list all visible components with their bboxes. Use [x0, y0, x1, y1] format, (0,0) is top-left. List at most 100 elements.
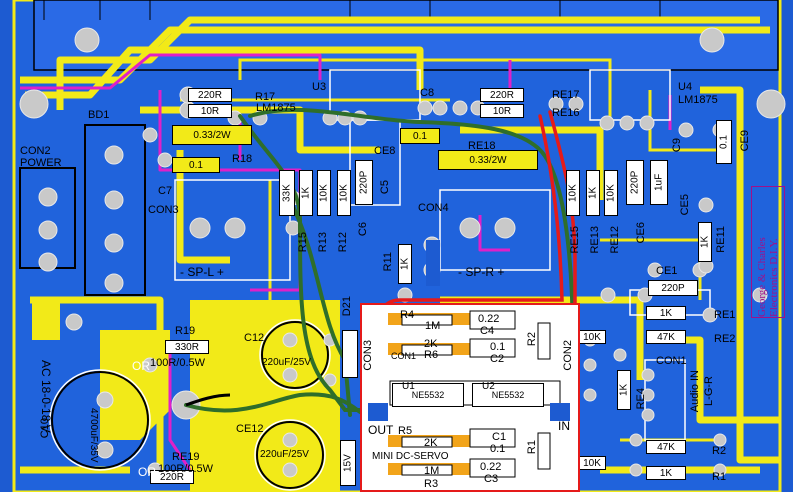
servo-label-con2: CON2 — [562, 340, 574, 371]
servo-label-con1: CON1 — [391, 351, 417, 361]
label-r2: R2 — [712, 445, 727, 457]
label-re19: RE19 — [172, 451, 200, 463]
servo-label-c1-val: 0.1 — [490, 443, 506, 455]
label-ce12: CE12 — [236, 423, 264, 435]
brand-label: George & Charles Electronics D.I.Y. — [751, 186, 785, 318]
label-r18: R18 — [232, 153, 253, 165]
label-lm1875-left: LM1875 — [256, 102, 296, 114]
resistor-220r-right: 220R — [480, 88, 524, 102]
servo-label-out: OUT — [368, 423, 394, 437]
label-ce1: CE1 — [656, 265, 678, 277]
label-r12: R12 — [337, 232, 349, 253]
cap-220p-left: 220P — [355, 160, 373, 205]
resistor-10k-re2-left: 10K — [578, 456, 606, 470]
label-r13: R13 — [317, 232, 329, 253]
label-ce9: CE9 — [739, 130, 751, 152]
servo-label-u2: U2 — [482, 381, 495, 392]
label-l-g-r: L-G-R — [703, 376, 715, 406]
resistor-33k-left: 33K — [279, 170, 295, 216]
servo-label-r6-val: 2K — [424, 338, 438, 350]
resistor-47k-re2: 47K — [646, 330, 686, 344]
label-d21: D21 — [341, 296, 353, 317]
label-c12-val: 220uF/25V — [262, 357, 311, 368]
label-r100-top: 100R/0.5W — [150, 357, 206, 369]
resistor-10k-left-b: 10K — [337, 170, 351, 216]
u1-ne5532-chip: NE5532 — [392, 383, 464, 407]
resistor-220r-bottom: 220R — [150, 470, 194, 484]
cap-01-left: 0.1 — [172, 157, 220, 173]
label-con2: CON2 — [20, 145, 51, 157]
label-or-top: OR — [132, 359, 150, 373]
servo-label-r3: R3 — [424, 478, 439, 490]
label-sp-l: - SP-L + — [180, 265, 224, 279]
servo-label-title: MINI DC-SERVO — [372, 451, 449, 462]
diode-d21 — [342, 330, 358, 378]
servo-label-u1: U1 — [402, 381, 415, 392]
label-audio-in: Audio IN — [689, 370, 701, 413]
servo-label-r4-val: 1M — [425, 320, 441, 332]
label-u3: U3 — [312, 81, 327, 93]
resistor-1k-re11: 1K — [698, 222, 712, 262]
label-re11: RE11 — [715, 226, 727, 253]
label-re18: RE18 — [468, 140, 496, 152]
label-c12: C12 — [244, 332, 265, 344]
label-r15: R15 — [297, 232, 309, 253]
servo-label-c4-val: 0.22 — [478, 313, 500, 325]
resistor-1k-re4: 1K — [617, 370, 631, 410]
label-re1: RE1 — [714, 309, 736, 321]
resistor-10r-left: 10R — [188, 104, 232, 118]
servo-label-c3-val: 0.22 — [480, 461, 502, 473]
resistor-10r-right: 10R — [480, 104, 524, 118]
label-re16: RE16 — [552, 107, 580, 119]
label-r11: R11 — [382, 252, 394, 272]
label-ac-input: AC 18-0-18 V — [39, 360, 53, 433]
resistor-10k-right-b: 10K — [604, 170, 618, 216]
resistor-033-right: 0.33/2W — [438, 150, 538, 170]
resistor-10k-right-a: 10K — [566, 170, 580, 216]
label-ce12-val: 220uF/25V — [260, 449, 309, 460]
label-re12: RE12 — [609, 226, 621, 254]
resistor-1k-mid: 1K — [398, 244, 412, 284]
label-c9: C9 — [671, 138, 683, 153]
label-r17: R17 — [255, 91, 276, 103]
label-re15: RE15 — [569, 226, 581, 254]
servo-label-r5-val: 2K — [424, 437, 438, 449]
label-re17: RE17 — [552, 89, 580, 101]
cap-220p-ce1: 220P — [648, 280, 698, 296]
label-re2: RE2 — [714, 333, 736, 345]
servo-label-c4: C4 — [480, 325, 495, 337]
label-c5: C5 — [379, 180, 391, 195]
label-sp-r: - SP-R + — [458, 265, 505, 279]
servo-label-r3-val: 1M — [424, 465, 440, 477]
label-r1: R1 — [712, 471, 727, 483]
resistor-1k-right: 1K — [586, 170, 600, 216]
label-r100-bottom: 100R/0.5W — [158, 463, 214, 475]
label-c10-val: 4700uF/35V — [88, 408, 99, 463]
resistor-1k-left: 1K — [299, 170, 313, 216]
resistor-1k-re1: 1K — [646, 306, 686, 320]
cap-220p-right: 220P — [626, 160, 644, 205]
servo-label-r6: R6 — [424, 349, 439, 361]
cap-1u-right: 1uF — [650, 160, 668, 205]
servo-label-c2-val: 0.1 — [490, 341, 506, 353]
label-ce5: CE5 — [679, 194, 691, 216]
servo-label-r4: R4 — [400, 309, 415, 321]
label-con4: CON4 — [418, 202, 449, 214]
zener-15v: 15V — [340, 440, 356, 486]
label-u4: U4 — [678, 81, 693, 93]
cap-01-mid: 0.1 — [400, 128, 440, 144]
servo-label-c3: C3 — [484, 473, 499, 485]
resistor-10k-left-a: 10K — [317, 170, 331, 216]
label-c8: C8 — [420, 87, 435, 99]
label-re4: RE4 — [635, 388, 647, 410]
servo-label-con3: CON3 — [362, 340, 374, 371]
label-con3-left: CON3 — [148, 204, 179, 216]
label-or-bottom: OR — [138, 465, 156, 479]
servo-label-c1: C1 — [492, 431, 507, 443]
label-ce8: CE8 — [374, 145, 396, 157]
label-r19: R19 — [175, 325, 196, 337]
resistor-1k-r1: 1K — [646, 466, 686, 480]
label-bd1: BD1 — [88, 109, 110, 121]
